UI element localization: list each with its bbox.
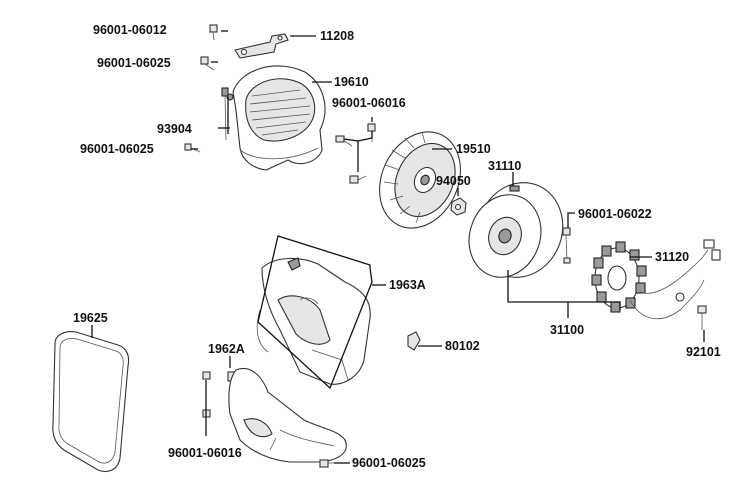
label-11208: 11208 [320,29,354,43]
label-96001-06016-bottom: 96001-06016 [168,446,242,460]
label-19510: 19510 [456,142,491,156]
label-92101: 92101 [686,345,721,359]
label-31110: 31110 [488,159,521,173]
bracket-11208-drawing [234,33,289,59]
label-1963A: 1963A [389,278,426,292]
label-1962A: 1962A [208,342,245,356]
fan-19510-drawing [379,131,461,229]
bolt-96001-06025-left-drawing [184,143,201,153]
bolt-92101-drawing [697,305,707,330]
bolt-96001-06025-top-drawing [200,56,215,71]
nut-94050-drawing [450,197,467,216]
label-96001-06012: 96001-06012 [93,23,167,37]
label-80102: 80102 [445,339,480,353]
label-31100: 31100 [550,323,584,337]
label-96001-06022: 96001-06022 [578,207,652,221]
label-93904: 93904 [157,122,192,136]
leader-lines [91,30,705,464]
label-96001-06025-bottom: 96001-06025 [352,456,426,470]
label-96001-06016-top: 96001-06016 [332,96,406,110]
label-96001-06025-top: 96001-06025 [97,56,171,70]
shroud-1962A-drawing [228,368,347,463]
label-94050: 94050 [436,174,471,188]
gasket-19625-drawing [52,331,130,473]
label-19625: 19625 [73,311,108,325]
fan-cover-19610-drawing [226,65,326,171]
label-19610: 19610 [334,75,369,89]
part-93904-drawing [221,87,229,141]
clip-80102-drawing [407,331,421,351]
label-31120: 31120 [655,250,689,264]
bolt-96001-06012-drawing [209,24,218,41]
label-96001-06025-left: 96001-06025 [80,142,154,156]
bolt-96001-06022-drawing [562,227,571,264]
bolts-96001-06016-top-drawing [335,123,376,184]
stator-31120-drawing [591,239,721,319]
flywheel-31110-drawing [468,182,564,278]
shroud-1963A-drawing [256,257,371,385]
part-labels: 96001-06012 11208 96001-06025 19610 9600… [73,23,721,470]
